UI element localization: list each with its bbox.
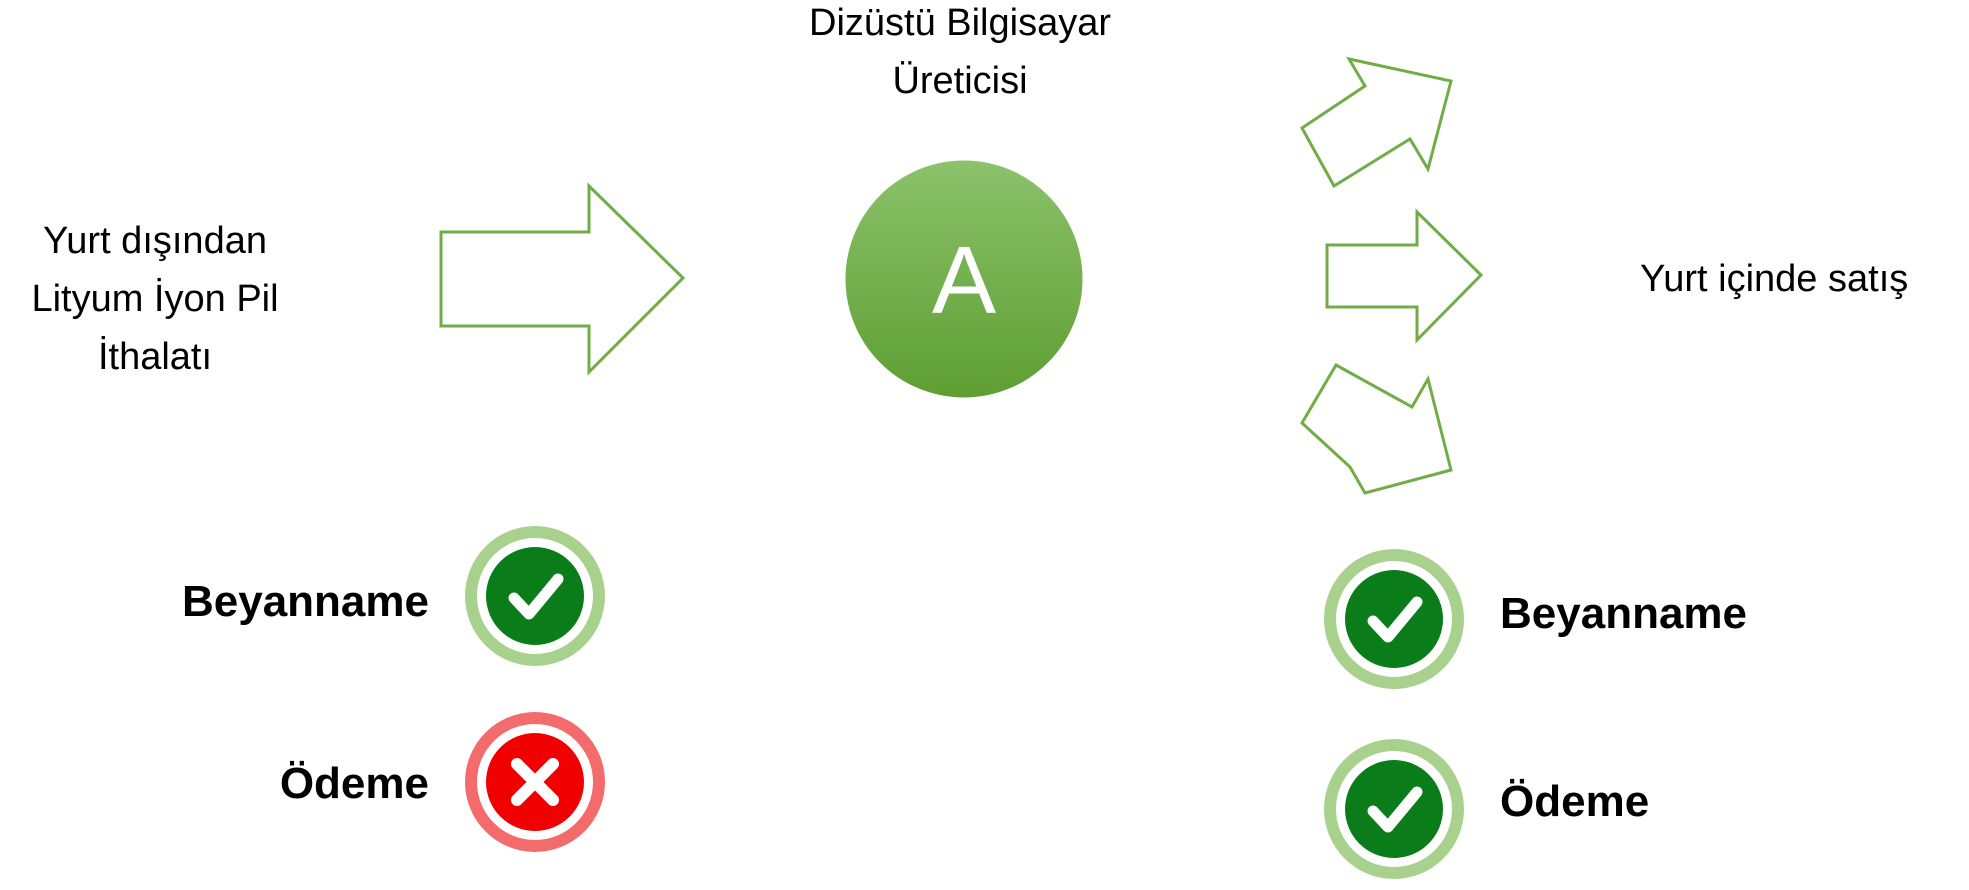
manufacturer-node-letter: A: [931, 227, 997, 334]
import-label-line: Yurt dışından: [43, 220, 267, 262]
sales-payment-label: Ödeme: [1500, 777, 1650, 826]
outgoing-arrow-down: [1300, 362, 1453, 495]
manufacturer-label-line: Dizüstü Bilgisayar: [809, 2, 1111, 44]
check-circle-icon: [1318, 543, 1470, 695]
outgoing-arrow-right: [1325, 208, 1484, 344]
sales-declaration-label: Beyanname: [1500, 589, 1748, 638]
import-label-line: Lityum İyon Pil: [31, 278, 279, 320]
outgoing-arrow-up: [1300, 56, 1453, 189]
check-circle-icon: [1318, 733, 1470, 885]
manufacturer-node: [842, 157, 1086, 401]
domestic-sales-label: Yurt içinde satış: [1640, 258, 1909, 300]
import-label: Yurt dışından Lityum İyon Pil İthalatı: [0, 212, 310, 386]
check-circle-icon: [459, 520, 611, 672]
import-label-line: İthalatı: [97, 336, 213, 378]
manufacturer-label: Dizüstü Bilgisayar Üreticisi: [760, 0, 1160, 110]
cross-circle-icon: [459, 706, 611, 858]
import-payment-label: Ödeme: [279, 759, 429, 808]
manufacturer-label-line: Üreticisi: [892, 60, 1028, 102]
import-arrow: [439, 182, 686, 376]
import-declaration-label: Beyanname: [181, 577, 429, 626]
